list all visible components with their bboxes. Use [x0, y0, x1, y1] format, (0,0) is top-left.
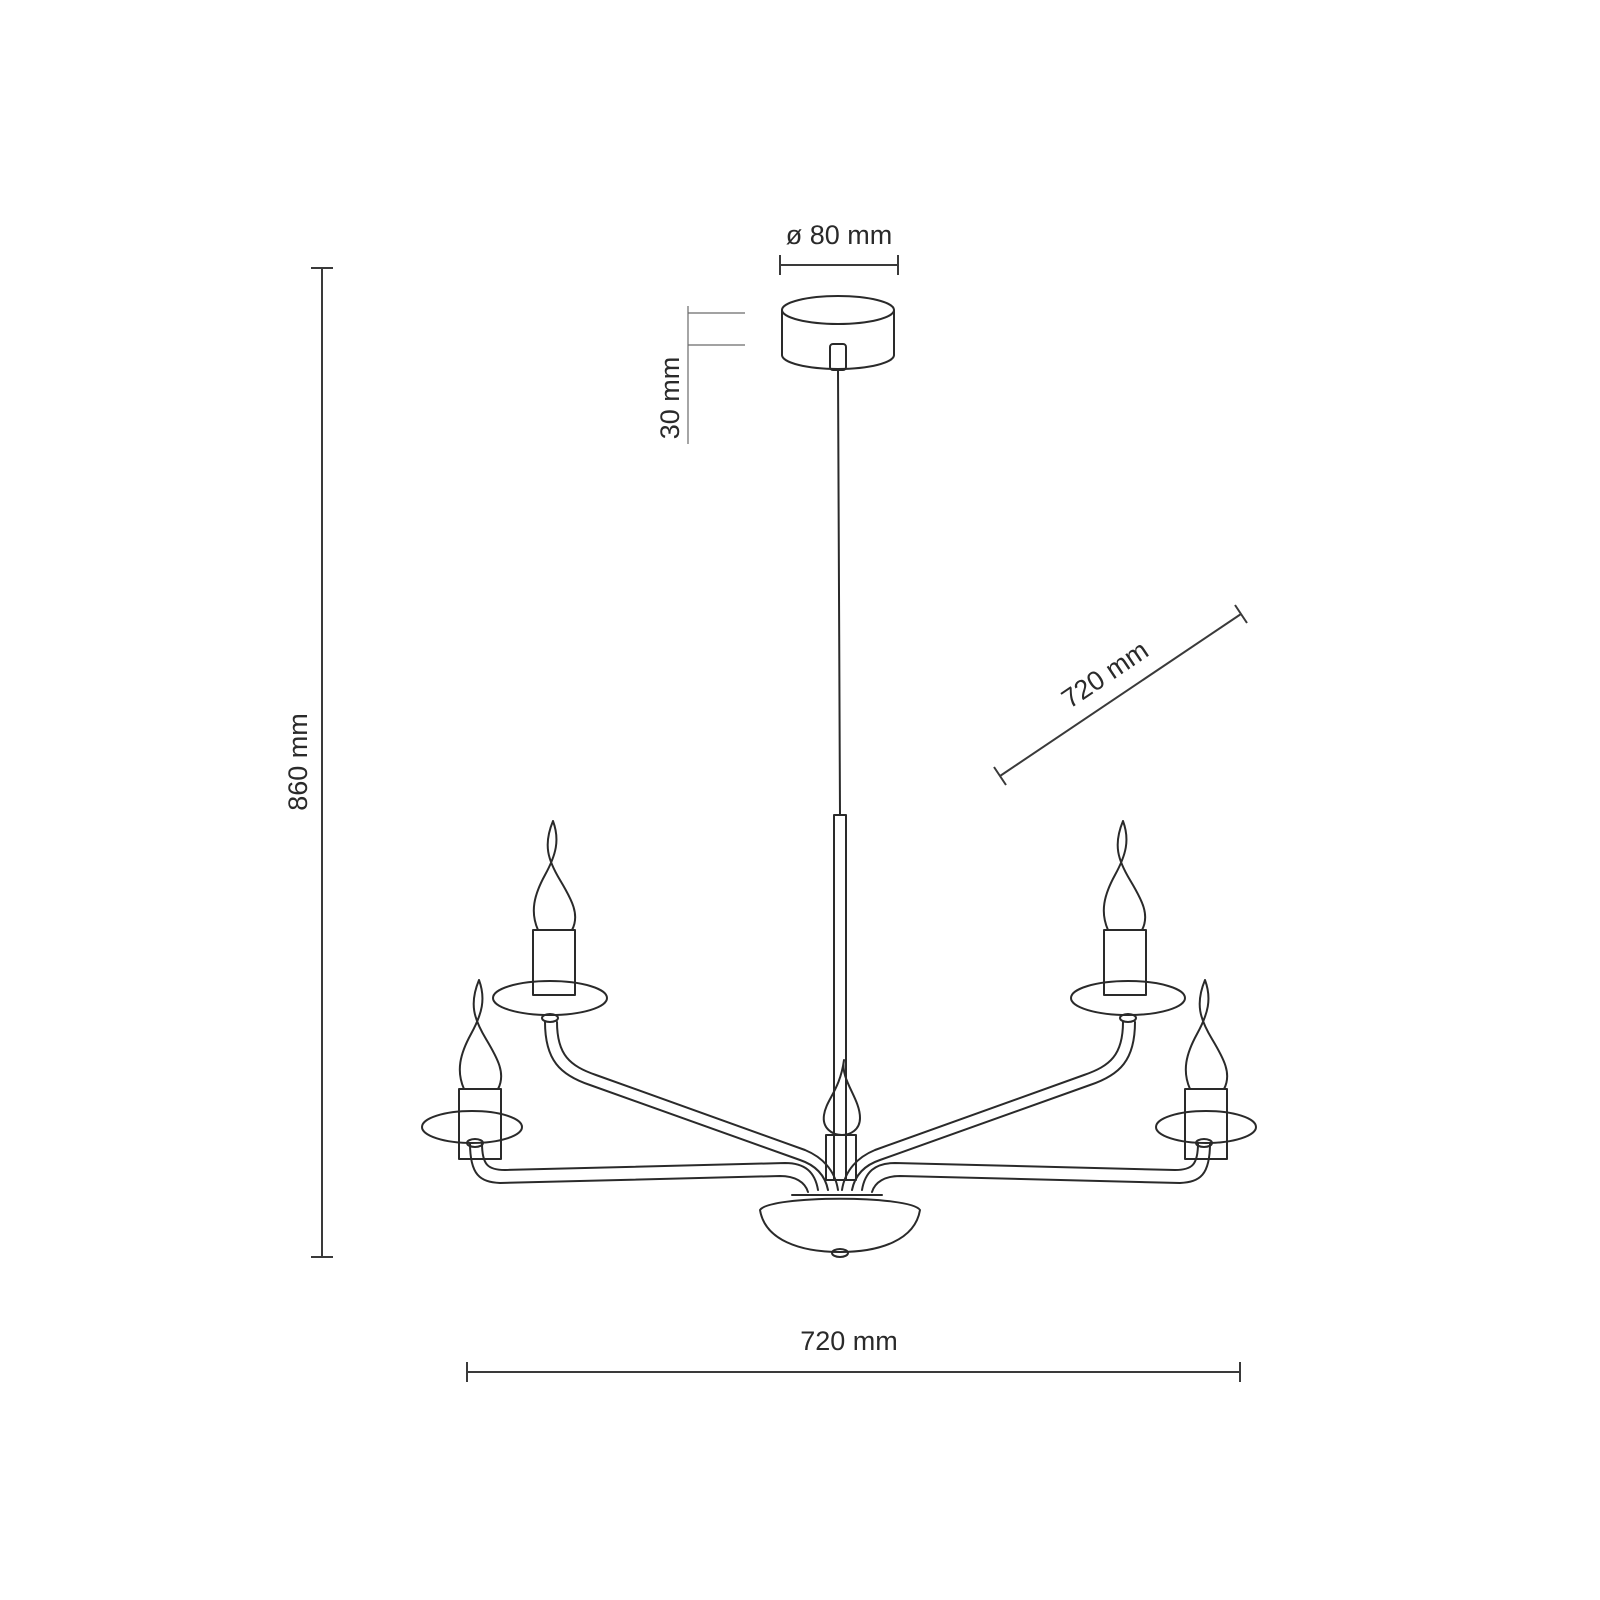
arm-front-right [861, 1142, 1211, 1193]
canopy-height-dimension: 30 mm [655, 306, 745, 444]
center-bowl [759, 1194, 921, 1258]
total-height-dimension: 860 mm [283, 267, 333, 1258]
arm-back-left [544, 1021, 839, 1191]
candle-front-left [421, 979, 523, 1160]
candle-back-right [1070, 820, 1186, 1023]
ceiling-canopy [781, 295, 895, 371]
arm-front-left [469, 1142, 819, 1193]
candle-back-left [492, 820, 608, 1023]
center-candle [822, 1059, 861, 1181]
candle-front-right [1155, 979, 1257, 1160]
diagonal-width-label: 720 mm [1056, 635, 1154, 714]
arm-back-right [841, 1021, 1136, 1191]
width-dimension: 720 mm [466, 1326, 1241, 1382]
total-height-label: 860 mm [283, 713, 313, 811]
suspension-rod [833, 369, 847, 1181]
canopy-diameter-dimension: ø 80 mm [779, 220, 899, 275]
width-label: 720 mm [800, 1326, 898, 1356]
diagonal-width-dimension: 720 mm [993, 604, 1248, 786]
canopy-diameter-label: ø 80 mm [786, 220, 893, 250]
canopy-height-label: 30 mm [655, 357, 685, 440]
